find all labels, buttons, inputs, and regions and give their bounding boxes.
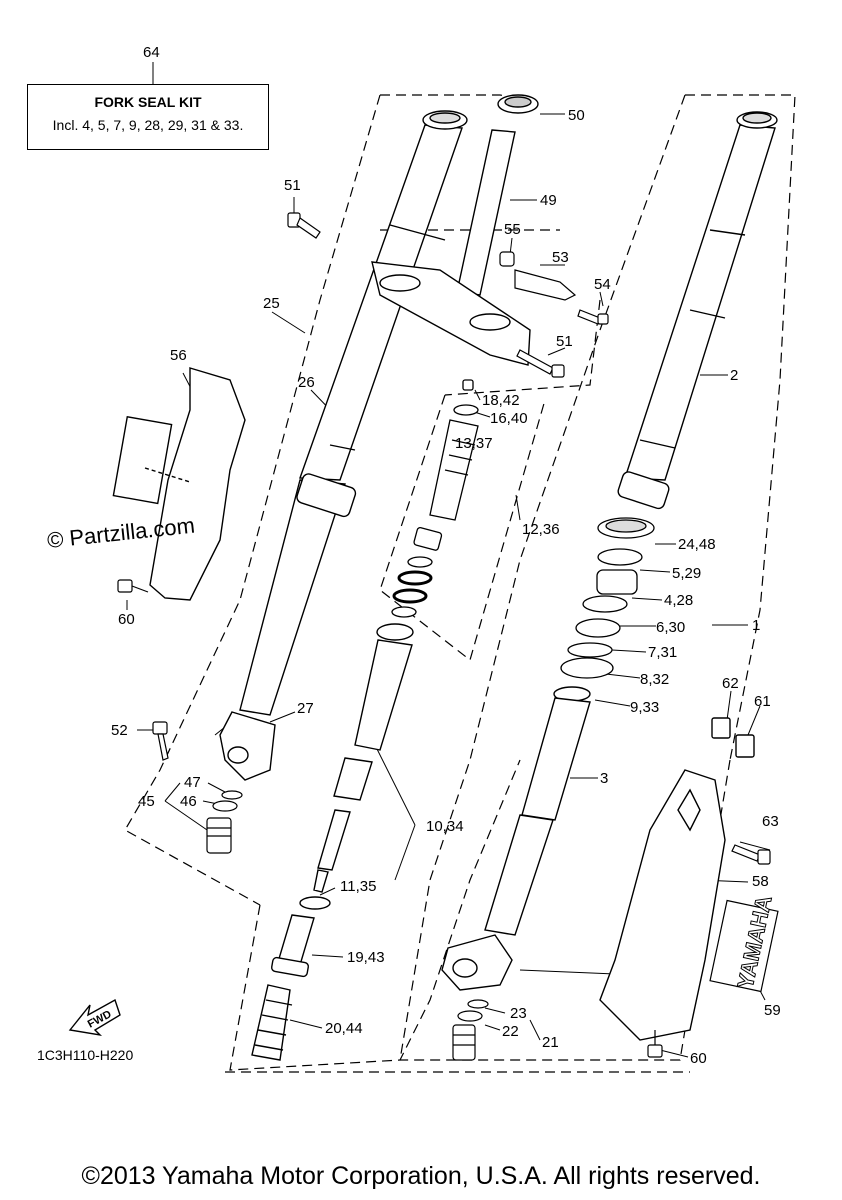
callout-label: 1 — [752, 617, 760, 634]
callout-label: 63 — [762, 813, 779, 830]
callout-label: 60 — [118, 611, 135, 628]
kit-description: Incl. 4, 5, 7, 9, 28, 29, 31 & 33. — [52, 117, 244, 133]
fwd-arrow-icon: FWD — [68, 998, 121, 1037]
left-fork-guard — [112, 367, 246, 601]
callout-label: 3 — [600, 770, 608, 787]
callout-label: 58 — [752, 873, 769, 890]
callout-label: 52 — [111, 722, 128, 739]
callout-label: 19,43 — [347, 949, 385, 966]
left-axle-bracket — [219, 711, 276, 781]
callout-label: 27 — [297, 700, 314, 717]
callout-label: 60 — [690, 1050, 707, 1067]
callout-label: 61 — [754, 693, 771, 710]
callout-label: 12,36 — [522, 521, 560, 538]
callout-label: 7,31 — [648, 644, 677, 661]
callout-label: 22 — [502, 1023, 519, 1040]
callout-label: 18,42 — [482, 392, 520, 409]
callout-label: 2 — [730, 367, 738, 384]
kit-title: FORK SEAL KIT — [94, 94, 202, 110]
damper-cartridge — [313, 623, 414, 893]
callout-label: 55 — [504, 221, 521, 238]
callout-label: 16,40 — [490, 410, 528, 427]
yamaha-decal: YAMAHA — [709, 893, 779, 993]
callout-label: 13,37 — [455, 435, 493, 452]
callout-label: 64 — [143, 44, 160, 61]
right-axle-bracket — [441, 934, 513, 991]
callout-label: 53 — [552, 249, 569, 266]
callout-label: 21 — [542, 1034, 559, 1051]
right-outer-tube — [617, 111, 778, 510]
damper-internals — [391, 379, 479, 618]
callout-label: 59 — [764, 1002, 781, 1019]
axle-bolt-45 — [206, 790, 243, 854]
callout-label: 49 — [540, 192, 557, 209]
callout-label: 8,32 — [640, 671, 669, 688]
callout-label: 56 — [170, 347, 187, 364]
callout-label: 23 — [510, 1005, 527, 1022]
diagram-code: 1C3H110-H220 — [37, 1047, 133, 1063]
callout-label: 5,29 — [672, 565, 701, 582]
steering-stem — [371, 94, 539, 366]
callout-label: 51 — [284, 177, 301, 194]
callout-label: 26 — [298, 374, 315, 391]
callout-labels: 64 50 49 51 55 53 54 51 2 25 56 26 18,42… — [111, 44, 781, 1067]
spring-assembly — [251, 896, 331, 1061]
left-outer-tube — [239, 110, 468, 716]
callout-label: 4,28 — [664, 592, 693, 609]
callout-label: 47 — [184, 774, 201, 791]
right-inner-tube — [484, 686, 591, 936]
callout-label: 46 — [180, 793, 197, 810]
callout-label: 51 — [556, 333, 573, 350]
clamp-53 — [499, 251, 609, 325]
callout-label: 62 — [722, 675, 739, 692]
bolt-60-right — [647, 1030, 663, 1058]
bolt-52 — [152, 721, 169, 761]
right-fork-guard — [599, 717, 755, 1041]
callout-label: 45 — [138, 793, 155, 810]
callout-label: 10,34 — [426, 818, 464, 835]
callout-label: 6,30 — [656, 619, 685, 636]
callout-label: 54 — [594, 276, 611, 293]
copyright-notice: ©2013 Yamaha Motor Corporation, U.S.A. A… — [81, 1162, 761, 1190]
callout-label: 50 — [568, 107, 585, 124]
bolt-51-lower — [516, 349, 565, 378]
axle-bolt-21 — [452, 999, 489, 1061]
callout-label: 11,35 — [340, 878, 376, 895]
callout-label: 20,44 — [325, 1020, 363, 1037]
seal-stack — [560, 517, 655, 679]
bolt-63 — [731, 844, 771, 865]
callout-label: 9,33 — [630, 699, 659, 716]
bolt-60-left — [117, 579, 149, 593]
callout-label: 24,48 — [678, 536, 716, 553]
callout-label: 25 — [263, 295, 280, 312]
bolt-51-upper — [287, 212, 321, 239]
fork-seal-kit-box: FORK SEAL KIT Incl. 4, 5, 7, 9, 28, 29, … — [27, 84, 269, 150]
